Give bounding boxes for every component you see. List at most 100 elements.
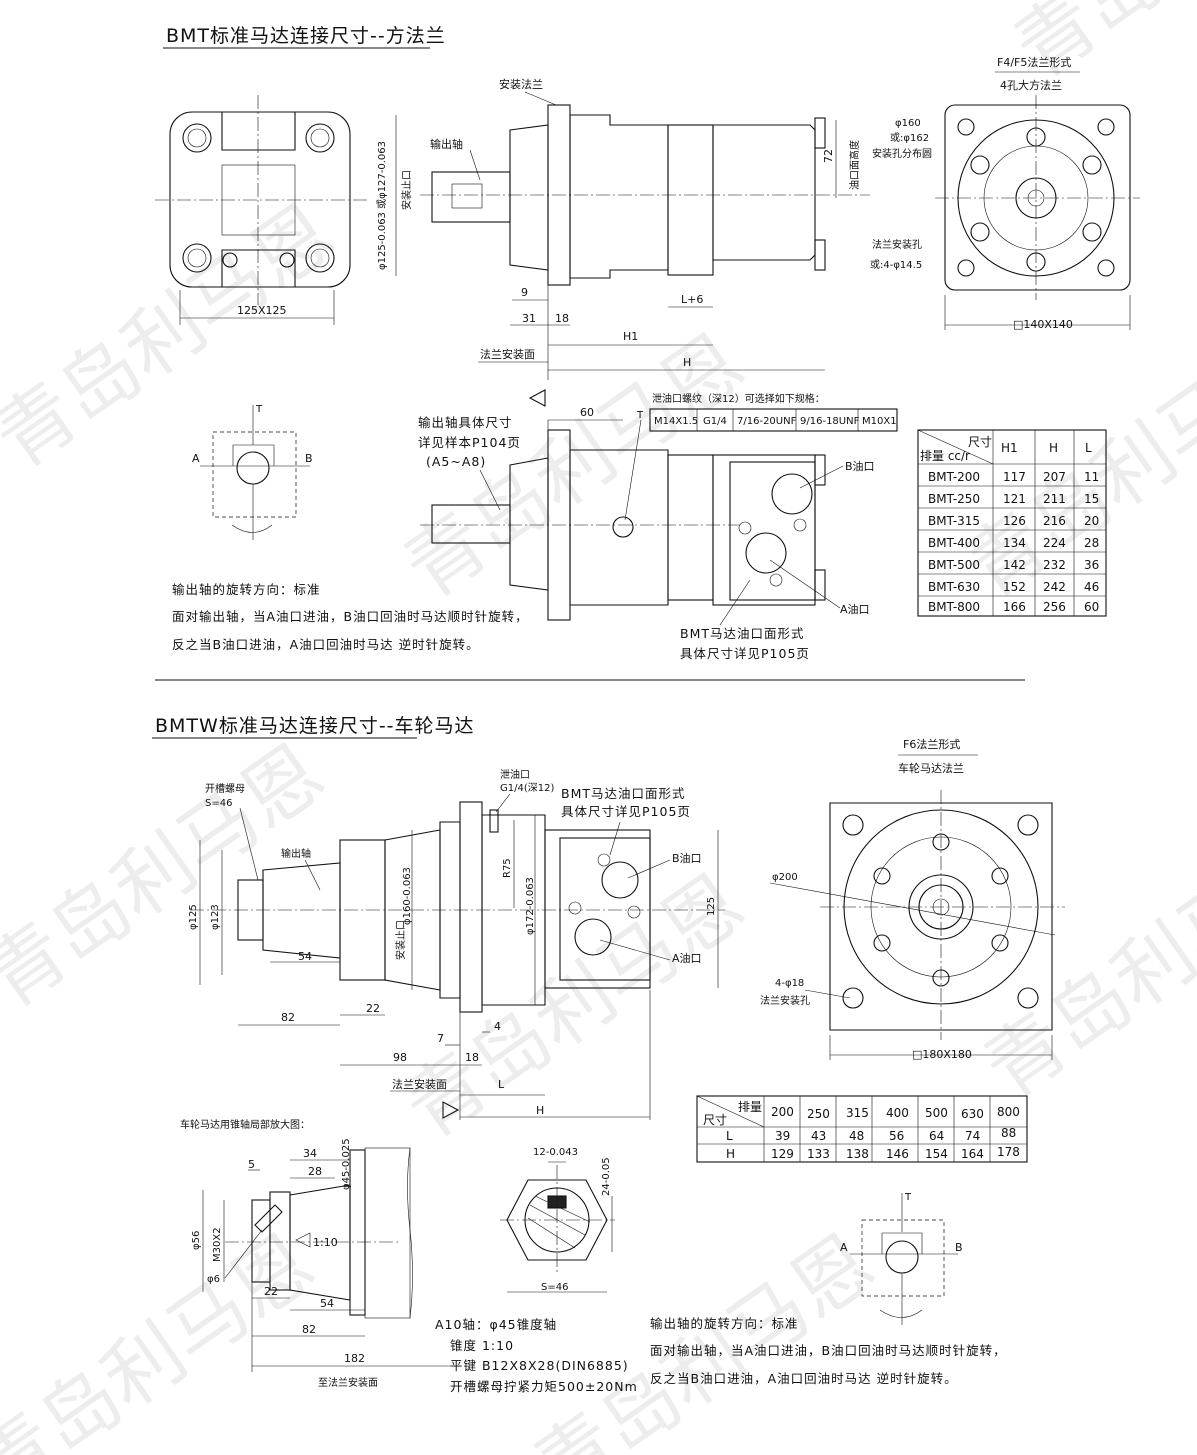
note-port-face-2: 具体尺寸详见P105页 [561,804,691,819]
drain-thread-option: 7/16-20UNF [737,416,797,427]
shaft-spec-3: 平键 B12X8X28(DIN6885) [450,1358,629,1373]
table-cell: 129 [771,1147,794,1161]
dim-key-height: 24-0.05 [601,1157,612,1196]
dim-60: 60 [580,406,594,419]
bmt-section: BMT标准马达连接尺寸--方法兰 125X125 [155,25,1140,661]
table-cell: 166 [1003,600,1026,614]
bmtw-flange-view: F6法兰形式 车轮马达法兰 φ200 4-φ18 法兰安装孔 □180X1 [760,737,1065,1061]
dim-dia160: φ160-0.063 [402,867,413,925]
table-cell: BMT-500 [928,558,980,572]
symbol-a: A [192,452,200,465]
dim-h: H [683,356,691,369]
dim-54: 54 [320,1297,334,1310]
table-cell: 43 [811,1129,826,1143]
dim-l: L [498,1078,505,1091]
drain-thread-table: 泄油口螺纹（深12）可选择如下规格： M14X1.5 G1/4 7/16-20U… [649,392,898,432]
table-cell: 256 [1043,600,1066,614]
table-cell: 28 [1084,536,1099,550]
table-cell: 142 [1003,558,1026,572]
label-flange-face: 法兰安装面 [392,1077,447,1091]
table-header: 200 [771,1105,794,1119]
dim-22: 22 [264,1285,278,1298]
table-cell: 133 [807,1147,830,1161]
bmt-side-view: 安装法兰 输出轴 φ125-0.063 或φ127-0.063 安装止口 72 … [376,77,870,380]
drain-thread-option: G1/4 [703,416,727,427]
label-to-flange: 至法兰安装面 [318,1376,378,1389]
label-flange-desc: 4孔大方法兰 [1000,78,1062,92]
table-header: 400 [886,1106,909,1120]
label-f6-desc: 车轮马达法兰 [898,761,964,775]
dim-22: 22 [366,1002,380,1015]
table-row: L 39 43 48 56 64 74 88 [726,1126,1016,1143]
table-header: H [1049,441,1058,455]
dim-dia123: φ123 [210,904,221,930]
table-cell: 64 [929,1129,944,1143]
shaft-spec-1: A10轴：φ45锥度轴 [435,1317,557,1332]
table-cell: BMT-250 [928,492,980,506]
dim-72: 72 [822,149,835,163]
table-cell: 88 [1001,1126,1016,1140]
table-cell: 138 [846,1147,869,1161]
bmt-port-view: 60 T 输出轴具体尺寸 详见样本P104页 (A5~A8) B油口 A油口 B… [418,389,875,661]
dim-h: H [536,1104,544,1117]
table-cell: BMT-315 [928,514,980,528]
watermark-text: 青岛利马恩 [969,818,1197,1115]
dim-7: 7 [437,1032,444,1045]
dim-34: 34 [303,1147,317,1160]
table-cell: 56 [889,1129,904,1143]
bmt-flange-view: F4/F5法兰形式 4孔大方法兰 φ160 或:φ162 安装孔分布圆 法兰安装… [870,55,1140,331]
label-slot-nut: 开槽螺母 [205,782,245,795]
dim-dia125: φ125 [188,904,199,930]
bmt-dimension-table: 尺寸 排量 cc/r H1 H L BMT-200 117 207 11 BMT… [917,429,1107,617]
rotation-line-3: 反之当B油口进油，A油口回油时马达 逆时针旋转。 [172,637,480,652]
dim-dia172: φ172-0.063 [525,877,536,935]
dim-125x125: 125X125 [237,304,287,317]
label-output-shaft: 输出轴 [430,137,463,151]
drain-thread-option: M10X1 [862,416,897,427]
label-f6-type: F6法兰形式 [903,737,960,751]
table-cell: 232 [1043,558,1066,572]
label-flange-holes: 法兰安装孔 [760,994,810,1007]
dim-m30: M30X2 [212,1227,223,1262]
table-cell: 134 [1003,536,1026,550]
table-cell: 15 [1084,492,1099,506]
table-cell: 74 [965,1129,980,1143]
dim-holes: 或:4-φ14.5 [870,259,922,271]
label-flange-face: 法兰安装面 [480,347,535,361]
label-drain-t: T [636,410,644,421]
note-shaft-3: (A5~A8) [426,454,486,469]
table-row: BMT-800 166 256 60 [928,600,1099,614]
label-drain-thread: G1/4(深12) [500,782,554,794]
symbol-t: T [904,1192,912,1203]
table-corner-bottom: 排量 cc/r [920,449,970,463]
table-cell: 154 [925,1147,948,1161]
label-output-shaft: 输出轴 [281,847,311,860]
table-row: BMT-500 142 232 36 [928,558,1099,572]
watermark-text: 青岛利马恩 [519,1218,890,1455]
watermark-text: 青岛利马恩 [949,318,1197,615]
table-cell: BMT-800 [928,600,980,614]
table-cell: BMT-200 [928,470,980,484]
dim-18: 18 [555,312,569,325]
label-flange-holes: 法兰安装孔 [872,238,922,251]
dim-dia200: φ200 [772,872,798,883]
table-header: L [1085,441,1092,455]
rotation-line-1: 输出轴的旋转方向：标准 [172,582,321,597]
table-corner-top: 尺寸 [968,435,992,449]
table-cell: 164 [961,1147,984,1161]
symbol-a: A [840,1241,848,1254]
table-cell: 117 [1003,470,1026,484]
table-cell: BMT-400 [928,536,980,550]
shaft-spec-2: 锥度 1:10 [450,1338,514,1353]
label-port-b: B油口 [672,851,702,865]
note-port-face-2: 具体尺寸详见P105页 [680,646,810,661]
dim-r75: R75 [502,858,513,878]
table-row: BMT-315 126 216 20 [928,514,1099,528]
bmt-title: BMT标准马达连接尺寸--方法兰 [166,25,446,47]
dim-h1: H1 [623,330,638,343]
dim-taper: 1:10 [313,1236,338,1249]
dim-key-width: 12-0.043 [533,1147,578,1158]
dim-31: 31 [522,312,536,325]
table-row: BMT-200 117 207 11 [928,470,1099,484]
